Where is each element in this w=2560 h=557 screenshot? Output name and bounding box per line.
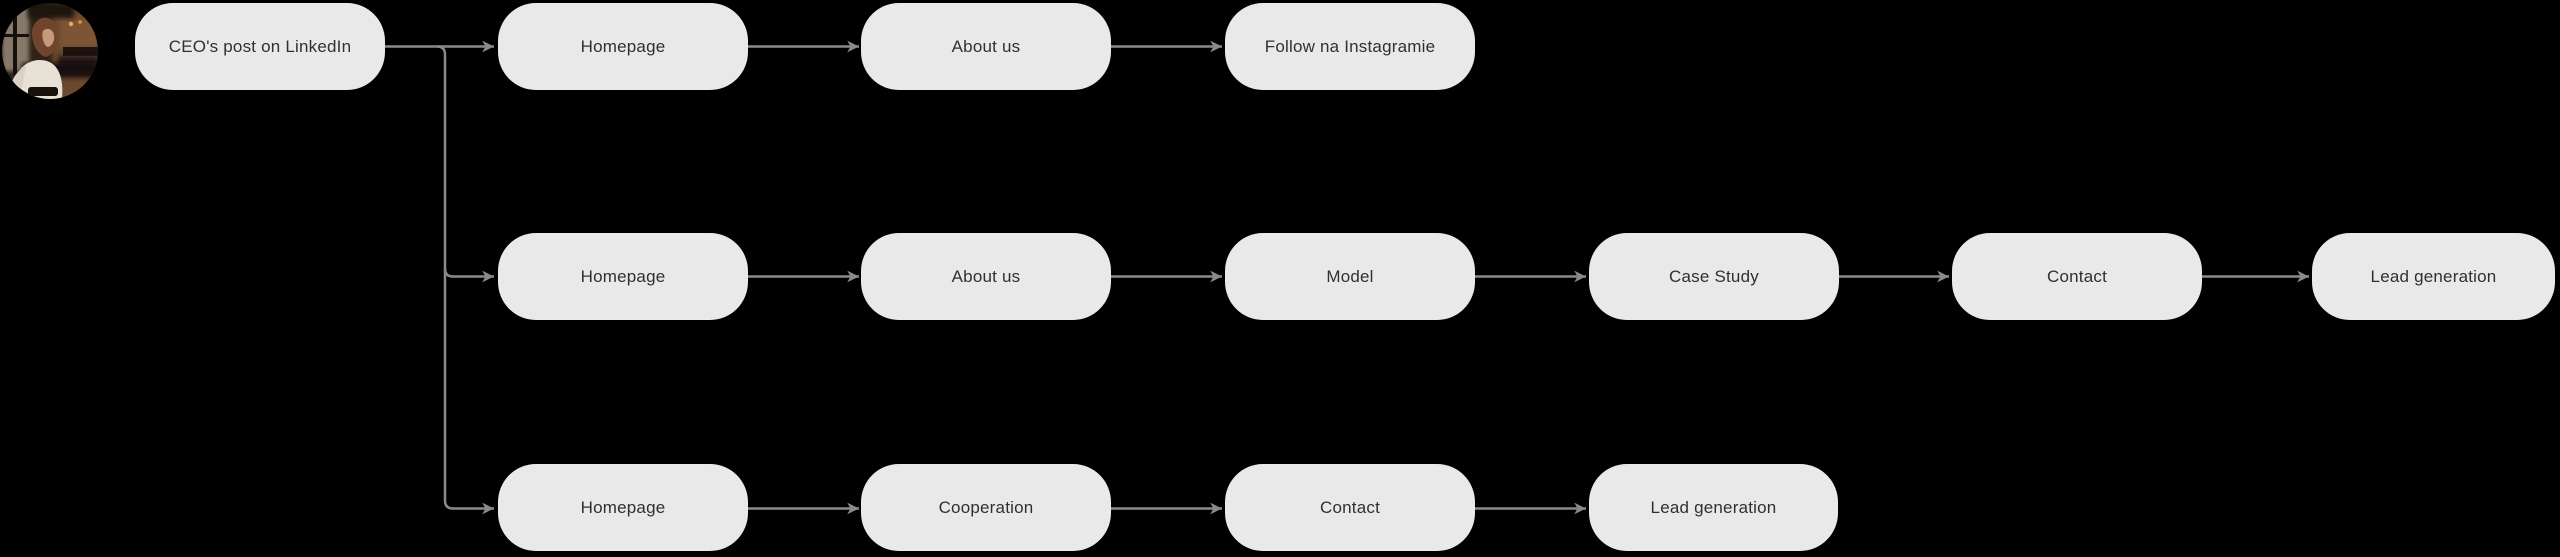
connector-trunk-row3 <box>436 45 494 515</box>
node-row3-cooperation[interactable]: Cooperation <box>861 464 1111 551</box>
ceo-avatar[interactable] <box>2 3 98 99</box>
node-row1-about-us[interactable]: About us <box>861 3 1111 90</box>
node-label: CEO's post on LinkedIn <box>168 36 352 56</box>
connector-branch-row2 <box>443 268 494 283</box>
node-label: Lead generation <box>1650 497 1777 517</box>
node-label: About us <box>951 36 1021 56</box>
node-row3-homepage[interactable]: Homepage <box>498 464 748 551</box>
node-label: Cooperation <box>938 497 1034 517</box>
node-label: Homepage <box>580 36 666 56</box>
node-row2-case-study[interactable]: Case Study <box>1589 233 1839 320</box>
node-label: Follow na Instagramie <box>1264 36 1436 56</box>
node-label: Homepage <box>580 497 666 517</box>
node-label: Case Study <box>1669 266 1759 286</box>
node-label: Homepage <box>580 266 666 286</box>
node-ceos-post-on-linkedin[interactable]: CEO's post on LinkedIn <box>135 3 385 90</box>
node-row2-homepage[interactable]: Homepage <box>498 233 748 320</box>
ceo-profile-photo-icon <box>2 3 98 99</box>
node-label: Contact <box>1320 497 1380 517</box>
node-label: Lead generation <box>2370 266 2497 286</box>
node-row2-model[interactable]: Model <box>1225 233 1475 320</box>
node-row2-lead-generation[interactable]: Lead generation <box>2312 233 2555 320</box>
node-label: Model <box>1326 266 1374 286</box>
node-row3-lead-generation[interactable]: Lead generation <box>1589 464 1838 551</box>
node-row2-about-us[interactable]: About us <box>861 233 1111 320</box>
node-row3-contact[interactable]: Contact <box>1225 464 1475 551</box>
node-label: Contact <box>2047 266 2107 286</box>
node-row1-homepage[interactable]: Homepage <box>498 3 748 90</box>
node-row1-follow-na-instagramie[interactable]: Follow na Instagramie <box>1225 3 1475 90</box>
node-row2-contact[interactable]: Contact <box>1952 233 2202 320</box>
node-label: About us <box>951 266 1021 286</box>
